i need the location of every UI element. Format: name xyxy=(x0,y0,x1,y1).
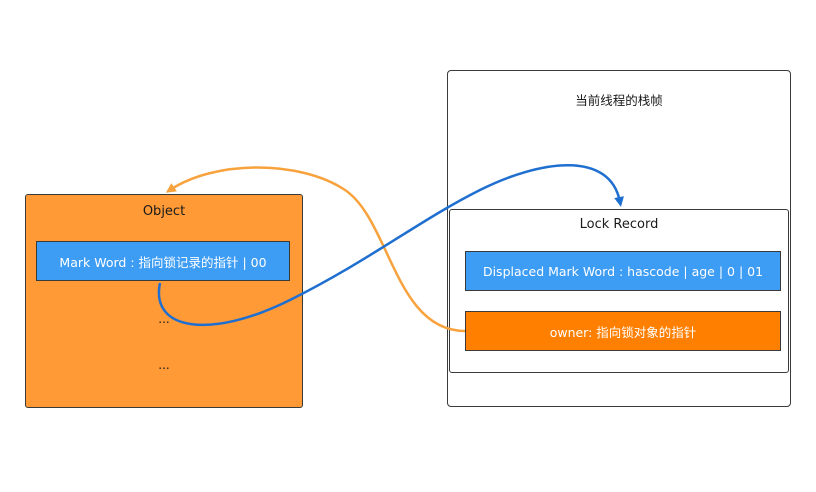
lock-record-box: Lock Record Displaced Mark Word : hascod… xyxy=(449,209,789,373)
object-ellipsis-1: ... xyxy=(158,312,170,326)
object-ellipsis-2: ... xyxy=(158,358,170,372)
stack-frame-title: 当前线程的栈帧 xyxy=(575,93,663,108)
object-box: Object Mark Word : 指向锁记录的指针 | 00 ... ... xyxy=(25,194,303,408)
object-title: Object xyxy=(142,204,186,219)
mark-word-field: Mark Word : 指向锁记录的指针 | 00 xyxy=(36,241,290,281)
displaced-mark-word-field: Displaced Mark Word : hascode | age | 0 … xyxy=(465,251,781,291)
owner-field: owner: 指向锁对象的指针 xyxy=(465,311,781,351)
lock-record-title: Lock Record xyxy=(579,217,659,232)
